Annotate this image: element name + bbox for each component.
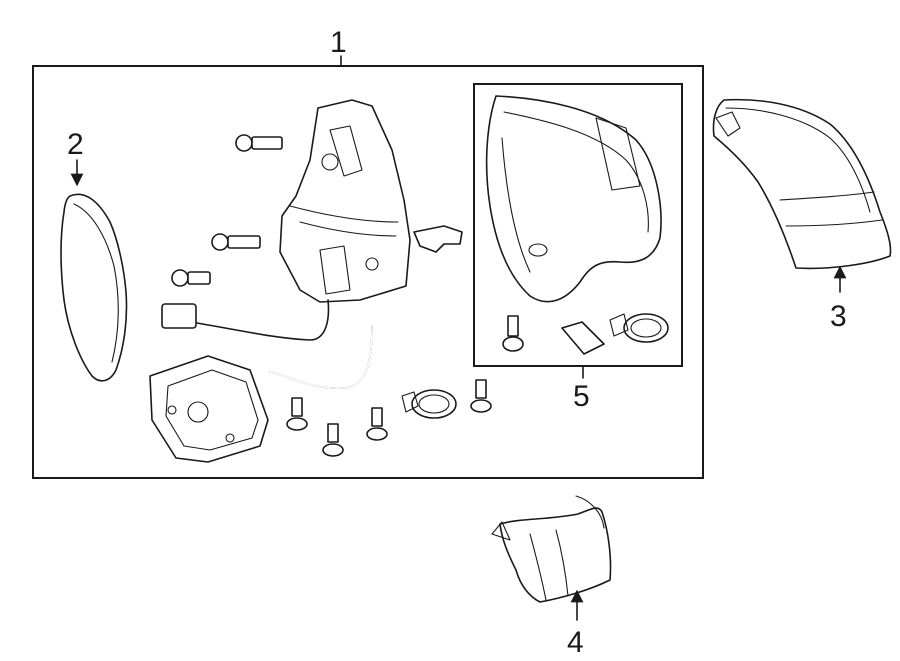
callout-2-label[interactable]: 2 [67,128,84,161]
mirror-housing-part [485,95,662,303]
cover-kit-box [473,83,683,367]
bolt-4 [470,379,492,413]
hose-part [269,325,373,389]
screw-1 [235,134,283,152]
callout-1-label[interactable]: 1 [330,26,347,59]
box5-pad [561,321,605,355]
assembly-box [32,65,704,479]
screw-2 [211,233,261,251]
mirror-glass-part[interactable] [60,193,128,382]
actuator-bracket-part [279,99,411,303]
bolt-2 [322,423,344,457]
base-plate-part [149,355,269,463]
clip-part [413,225,463,253]
screw-3 [171,269,211,287]
bolt-3 [366,407,388,441]
callout-3-label[interactable]: 3 [830,300,847,333]
upper-cover-part[interactable] [712,98,892,270]
box5-clamp [609,313,669,343]
lower-cover-part[interactable] [491,495,612,603]
hose-clamp-1 [401,389,457,419]
box5-bolt [502,315,524,352]
callout-5-label[interactable]: 5 [573,380,590,413]
callout-4-label[interactable]: 4 [567,626,584,659]
wire-harness-part [161,299,330,341]
bolt-1 [286,397,308,431]
